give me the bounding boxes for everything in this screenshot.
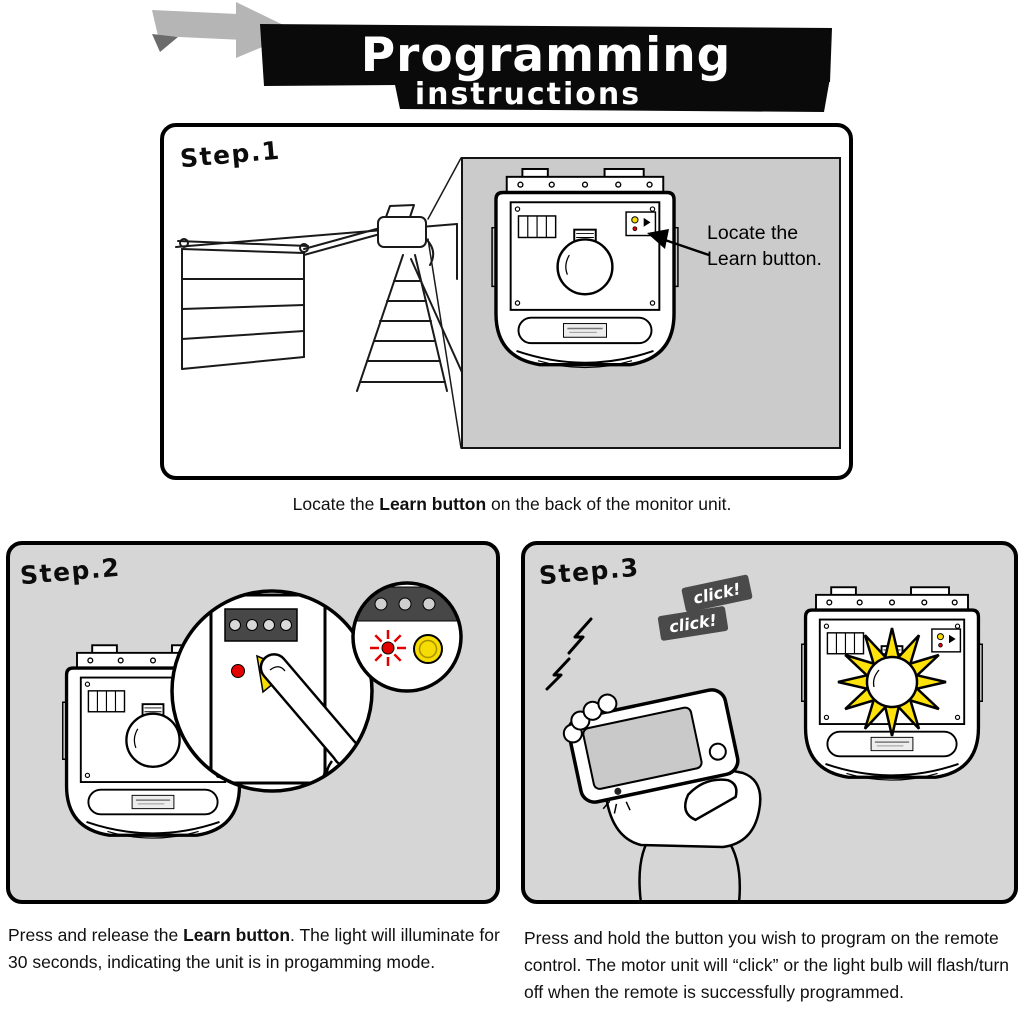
callout-wedge bbox=[427, 157, 462, 449]
page-subtitle: instructions bbox=[414, 77, 642, 112]
caption2-pre: Press and release the bbox=[8, 925, 184, 945]
remote-led bbox=[614, 787, 622, 795]
ribbon-arrow-icon bbox=[152, 10, 244, 40]
motor-unit-back-illustration bbox=[490, 167, 710, 370]
step3-caption: Press and hold the button you wish to pr… bbox=[524, 925, 1020, 1006]
step1-panel: Locate the Learn button. Step.1 bbox=[160, 123, 853, 480]
banner-sub-shape bbox=[394, 78, 830, 112]
ribbon-fold-icon bbox=[152, 34, 178, 52]
learn-button-callout: Locate the Learn button. bbox=[707, 221, 839, 272]
learn-led-lit bbox=[381, 641, 395, 655]
banner-main-shape bbox=[260, 24, 832, 86]
caption1-pre: Locate the bbox=[292, 494, 380, 514]
hand-remote-illustration bbox=[562, 688, 762, 900]
fingertip bbox=[597, 693, 618, 714]
garage-door bbox=[177, 238, 309, 370]
remote-panel bbox=[582, 706, 703, 790]
step2-illustration bbox=[61, 581, 463, 840]
callout-arrow-line bbox=[664, 238, 710, 257]
callout-line2: Learn button. bbox=[707, 247, 822, 270]
lightning-marks-icon bbox=[545, 617, 593, 691]
terminal-block bbox=[224, 608, 298, 642]
wrist-line bbox=[725, 838, 742, 900]
caption2-post: . The light will illuminate for 30 secon… bbox=[8, 925, 500, 973]
callout-arrow-icon bbox=[647, 229, 669, 249]
learn-button bbox=[413, 634, 443, 664]
page-title: Programming bbox=[360, 28, 732, 83]
step1-caption: Locate the Learn button on the back of t… bbox=[0, 491, 1024, 518]
caption1-post: on the back of the monitor unit. bbox=[486, 494, 732, 514]
banner-ribbon-graphic bbox=[152, 2, 832, 112]
caption1-bold: Learn button bbox=[379, 494, 487, 514]
step3-illustration bbox=[545, 585, 984, 900]
step2-panel: Step.2 bbox=[6, 541, 500, 904]
step2-caption: Press and release the Learn button. The … bbox=[8, 922, 508, 976]
garage-illustration bbox=[175, 157, 466, 449]
step3-panel: click! click! Step.3 bbox=[521, 541, 1018, 904]
caption3-text: Press and hold the button you wish to pr… bbox=[524, 928, 1010, 1003]
caption2-bold: Learn button bbox=[183, 925, 291, 945]
remote-button bbox=[708, 742, 727, 761]
step1-inset: Locate the Learn button. bbox=[461, 157, 841, 449]
light-bulb-icon bbox=[865, 655, 919, 709]
learn-led bbox=[231, 664, 245, 678]
thumb bbox=[683, 778, 738, 822]
callout-line1: Locate the bbox=[707, 222, 799, 244]
led-glow-rays bbox=[370, 630, 406, 666]
ladder bbox=[356, 254, 466, 392]
motor-unit-illustration bbox=[490, 167, 680, 370]
